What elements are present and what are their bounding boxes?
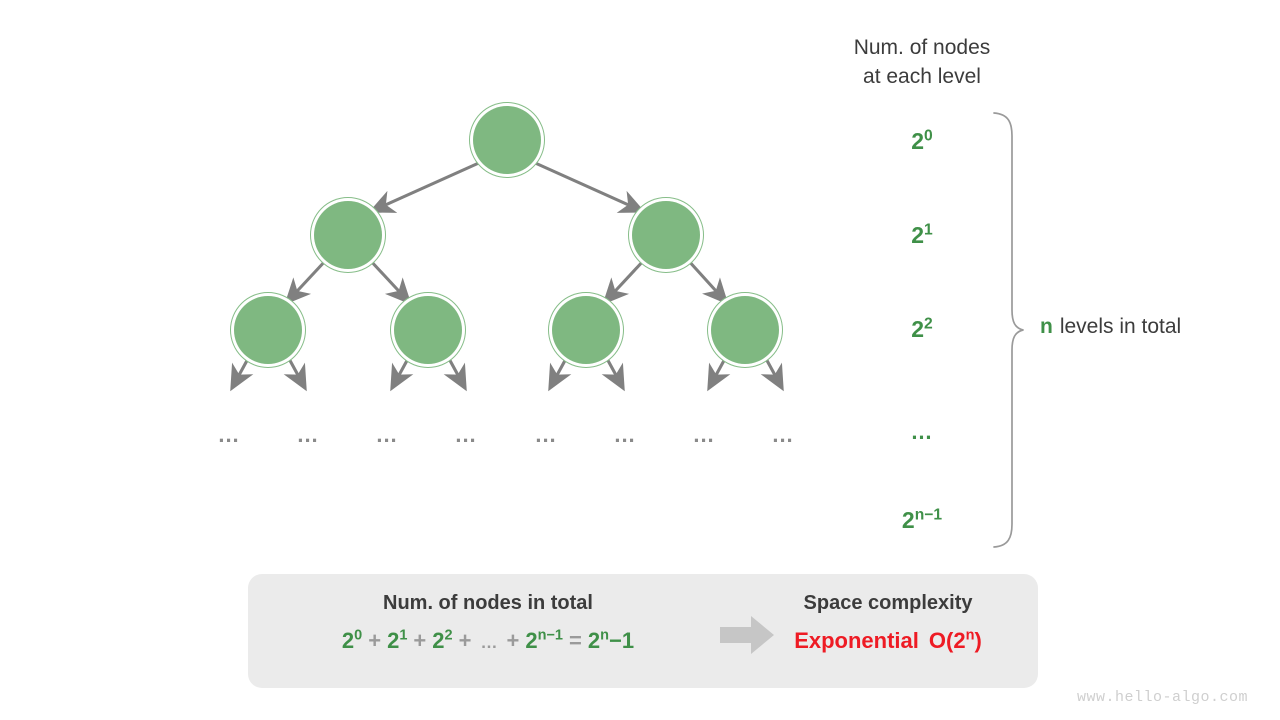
level-count-base: 2 (901, 507, 915, 533)
complexity-bigo: O(2n) (929, 628, 982, 653)
level-column-title-line2: at each level (863, 65, 981, 88)
tree-ellipsis: ... (614, 422, 636, 447)
formula-plus: + (506, 628, 520, 653)
tree-ellipsis: ... (297, 422, 319, 447)
level-column-title-line1: Num. of nodes (853, 36, 991, 59)
formula-base: 2 (387, 628, 400, 653)
tree-ellipsis: ... (376, 422, 398, 447)
formula-base: 2 (587, 628, 601, 653)
formula-term-0: 20 (342, 628, 362, 653)
tree-node-l1-0[interactable] (314, 201, 382, 269)
formula-dots: … (480, 633, 498, 652)
level-count-exponent: 0 (924, 127, 933, 145)
watermark: www.hello-algo.com (1076, 689, 1248, 706)
levels-n-symbol: n (1040, 315, 1053, 338)
formula-equals: = (569, 628, 582, 653)
complexity-bigo-open: O(2 (928, 628, 966, 653)
level-count-base: 2 (911, 316, 925, 342)
level-count-last: 2n−1 (862, 507, 982, 534)
tree-node-l2-0[interactable] (234, 296, 302, 364)
complexity-bigo-exponent: n (965, 627, 975, 644)
level-count-0: 20 (862, 128, 982, 155)
formula-exponent: n (600, 627, 609, 644)
level-count-exponent: n−1 (914, 506, 943, 524)
formula-base: 2 (432, 628, 445, 653)
formula-result: 2n−1 (588, 628, 634, 653)
level-count-1: 21 (862, 222, 982, 249)
tree-node-l2-3[interactable] (711, 296, 779, 364)
tree-ellipsis: ... (772, 422, 794, 447)
tree-node-l1-1[interactable] (632, 201, 700, 269)
tree-ellipsis: ... (535, 422, 557, 447)
formula-term-last: 2n−1 (525, 628, 563, 653)
tree-ellipsis: ... (455, 422, 477, 447)
tree-node-l2-1[interactable] (394, 296, 462, 364)
formula-exponent: n−1 (537, 627, 563, 644)
formula-exponent: 1 (399, 627, 408, 644)
space-complexity-heading: Space complexity (803, 592, 973, 614)
levels-in-total-note: n levels in total (1040, 315, 1181, 339)
tree-ellipsis: ... (218, 422, 240, 447)
level-count-base: 2 (911, 128, 925, 154)
formula-plus: + (368, 628, 382, 653)
summary-right-block: Space complexity Exponential O(2n) (758, 592, 1018, 654)
summary-left-block: Num. of nodes in total 20+21+22+…+2n−1=2… (268, 592, 708, 654)
total-nodes-formula: 20+21+22+…+2n−1=2n−1 (268, 628, 708, 654)
levels-note-text: levels in total (1059, 315, 1182, 338)
level-column-title: Num. of nodes at each level (812, 33, 1032, 91)
formula-exponent: 2 (444, 627, 453, 644)
level-count-exponent: 2 (924, 315, 933, 333)
formula-plus: + (413, 628, 427, 653)
formula-base: 2 (341, 628, 355, 653)
tree-node-root[interactable] (473, 106, 541, 174)
formula-term-1: 21 (387, 628, 407, 653)
summary-panel: Num. of nodes in total 20+21+22+…+2n−1=2… (248, 574, 1038, 688)
tree-node-l2-2[interactable] (552, 296, 620, 364)
level-count-base: 2 (911, 222, 925, 248)
complexity-word: Exponential (794, 628, 919, 653)
formula-exponent: 0 (354, 627, 363, 644)
flow-arrow-icon (720, 616, 774, 654)
space-complexity-value: Exponential O(2n) (758, 628, 1018, 654)
total-nodes-heading: Num. of nodes in total (383, 592, 593, 614)
tree-ellipsis: ... (693, 422, 715, 447)
formula-plus: + (458, 628, 472, 653)
levels-brace (993, 112, 1024, 548)
level-count-base: … (910, 419, 934, 444)
level-count-exponent: 1 (924, 221, 933, 239)
formula-base: 2 (525, 628, 538, 653)
formula-suffix: −1 (608, 628, 635, 653)
level-count-ellipsis: … (862, 419, 982, 445)
level-count-2: 22 (862, 316, 982, 343)
formula-term-2: 22 (432, 628, 452, 653)
complexity-bigo-close: ) (974, 628, 982, 653)
